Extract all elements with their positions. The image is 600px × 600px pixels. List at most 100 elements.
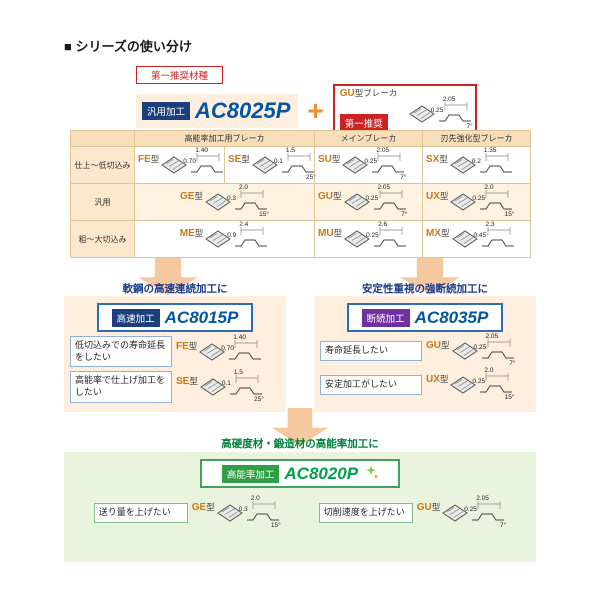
interrupted-badge: 断続加工: [361, 308, 410, 327]
breaker-suffix: 型ブレーカ: [354, 88, 398, 98]
insert-shape: [199, 375, 262, 396]
dimension-top: 2.0: [238, 184, 249, 191]
row-label-roughing: 粗〜大切込み: [71, 221, 135, 258]
table-corner-cell: [71, 131, 135, 147]
insert-shape: [451, 339, 514, 360]
dimension-top: 1.35: [483, 147, 497, 154]
breaker-type-label: MX型: [426, 228, 450, 239]
dimension-left: 0.1: [221, 380, 231, 388]
breaker-type-label: SE型: [176, 376, 198, 388]
dimension-top: 1.40: [233, 333, 246, 341]
breaker-type-label: FE型: [176, 340, 198, 352]
grade-ac8025p: AC8025P: [195, 98, 291, 123]
dimension-left: 0.25: [464, 506, 477, 513]
dimension-left: 0.25: [472, 195, 486, 202]
dimension-angle: 7°: [466, 122, 473, 130]
dimension-top: 1.5: [233, 369, 243, 377]
row-label-general: 汎用: [71, 184, 135, 221]
need-text: 安定加工がしたい: [320, 375, 422, 395]
dimension-left: 0.25: [472, 378, 486, 385]
breaker-type-label: SE型: [228, 154, 250, 165]
need-text: 高能率で仕上げ加工をしたい: [70, 371, 172, 403]
dimension-left: 0.25: [430, 107, 444, 114]
col-header-edge: 刃先強化型ブレーカ: [423, 131, 531, 147]
insert-shape: [216, 501, 279, 522]
dimension-left: 0.3: [238, 506, 248, 513]
breaker-type-label: SX型: [426, 154, 448, 165]
dimension-left: 0.2: [471, 158, 481, 165]
first-recommend-badge: 第一推奨: [339, 114, 388, 132]
dimension-top: 2.4: [239, 221, 249, 228]
insert-shape: [450, 190, 513, 211]
insert-shape: [451, 227, 514, 248]
gu-breaker: 2.05 0.25 7°: [408, 96, 473, 130]
insert-shape: [449, 153, 512, 174]
dimension-left: 0.1: [273, 158, 283, 165]
insert-shape: [344, 227, 407, 248]
dimension-left: 0.25: [365, 195, 379, 202]
breaker-type-label: GU型: [318, 191, 342, 202]
insert-diagram: 1.40 0.70: [199, 333, 263, 367]
dimension-top: 2.05: [442, 96, 456, 103]
dimension-angle: 15°: [504, 210, 515, 218]
gu-box-title: GU型ブレーカ: [340, 87, 398, 99]
dimension-left: 0.9: [227, 232, 237, 239]
dimension-angle: 7°: [509, 359, 516, 367]
breaker-type-label: GE型: [180, 191, 203, 202]
usage-badge: 汎用加工: [142, 102, 191, 120]
breaker-type-label: UX型: [426, 191, 449, 202]
dimension-left: 0.3: [226, 195, 237, 202]
general-use-grade: 汎用加工 AC8025P: [136, 94, 299, 128]
breaker-table: 高能率加工用ブレーカ メインブレーカ 刃先強化型ブレーカ 仕上〜低切込み FE型…: [70, 130, 531, 258]
dimension-top: 2.0: [250, 495, 260, 502]
grade-ac8015p: AC8015P: [164, 307, 239, 327]
dimension-angle: 15°: [504, 393, 515, 401]
insert-shape: [342, 153, 405, 174]
dimension-left: 0.25: [364, 158, 378, 165]
grade-ac8020p: AC8020P: [284, 463, 359, 483]
grade-ac8035p: AC8035P: [414, 307, 489, 327]
dimension-left: 0.25: [473, 344, 487, 351]
dimension-top: 2.6: [378, 221, 388, 228]
col-header-efficiency: 高能率加工用ブレーカ: [135, 131, 315, 147]
dimension-left: 0.45: [473, 232, 487, 239]
breaker-code: GU: [339, 88, 355, 99]
dimension-left: 0.70: [221, 344, 234, 352]
row-label-finishing: 仕上〜低切込み: [71, 147, 135, 184]
high-speed-badge: 高速加工: [111, 308, 160, 327]
insert-shape: [343, 190, 406, 211]
page-title: ■ シリーズの使い分け: [64, 39, 192, 54]
breaker-type-label: ME型: [179, 228, 204, 239]
dimension-angle: 25°: [306, 173, 316, 181]
